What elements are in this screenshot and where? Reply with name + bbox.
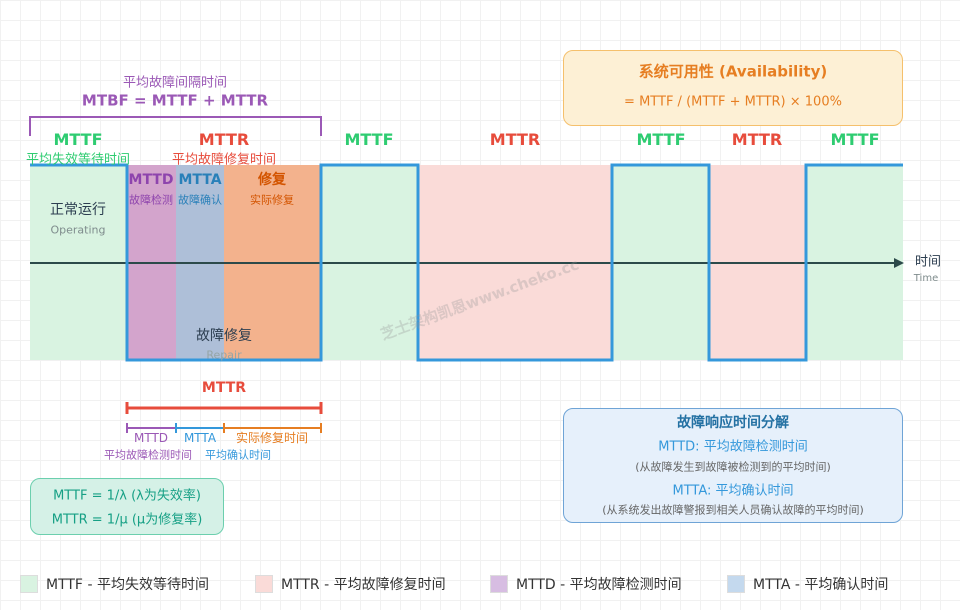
legend-item-mttf: MTTF - 平均失效等待时间 bbox=[20, 574, 209, 594]
legend-swatch bbox=[20, 575, 38, 593]
state-operating-en: Operating bbox=[50, 223, 106, 237]
legend-label: MTTF - 平均失效等待时间 bbox=[46, 577, 209, 593]
phase-desc-mttr: 平均故障修复时间 bbox=[171, 152, 277, 168]
sub-phase-repair-desc: 实际修复 bbox=[250, 193, 294, 207]
breakdown-mtta-label: MTTA bbox=[183, 431, 217, 445]
mttd-range-line bbox=[126, 423, 176, 433]
repair-range-line bbox=[223, 423, 322, 433]
axis-arrow-icon bbox=[894, 258, 904, 268]
mtta-range-line bbox=[175, 423, 224, 433]
response-mttd-note: (从故障发生到故障被检测到的平均时间) bbox=[635, 460, 831, 474]
state-repair-en: Repair bbox=[206, 348, 242, 362]
legend-swatch bbox=[727, 575, 745, 593]
breakdown-mttd-label: MTTD bbox=[133, 431, 169, 445]
state-wave bbox=[30, 163, 903, 362]
sub-phase-mttd-desc: 故障检测 bbox=[129, 193, 173, 207]
sub-phase-mtta-desc: 故障确认 bbox=[178, 193, 222, 207]
mtbf-subtitle: 平均故障间隔时间 bbox=[122, 75, 228, 91]
legend-label: MTTA - 平均确认时间 bbox=[753, 577, 889, 593]
phase-label-mttf: MTTF bbox=[636, 130, 686, 149]
legend-label: MTTD - 平均故障检测时间 bbox=[516, 577, 682, 593]
axis-label-en: Time bbox=[913, 273, 939, 284]
phase-label-mttf: MTTF bbox=[344, 130, 394, 149]
mtbf-formula: MTBF = MTTF + MTTR bbox=[81, 91, 269, 110]
phase-label-mttf: MTTF bbox=[830, 130, 880, 149]
breakdown-repair-label: 实际修复时间 bbox=[235, 431, 309, 445]
availability-box bbox=[563, 50, 903, 126]
legend-item-mttr: MTTR - 平均故障修复时间 bbox=[255, 574, 446, 594]
sub-phase-mttd: MTTD bbox=[128, 172, 174, 188]
phase-label-mttr: MTTR bbox=[489, 130, 541, 149]
phase-label-mttf: MTTF bbox=[53, 130, 103, 149]
legend-swatch bbox=[490, 575, 508, 593]
breakdown-mtta-desc: 平均确认时间 bbox=[205, 448, 271, 462]
phase-label-mttr: MTTR bbox=[731, 130, 783, 149]
state-repair: 故障修复 bbox=[196, 328, 252, 344]
axis-label: 时间 bbox=[914, 254, 942, 270]
availability-title: 系统可用性 (Availability) bbox=[638, 62, 828, 81]
mttr-range-line bbox=[125, 402, 323, 414]
response-mttd: MTTD: 平均故障检测时间 bbox=[658, 439, 808, 455]
rates-line-mttr: MTTR = 1/μ (μ为修复率) bbox=[51, 512, 203, 528]
sub-phase-mtta: MTTA bbox=[178, 172, 222, 188]
rates-line-mttf: MTTF = 1/λ (λ为失效率) bbox=[53, 488, 201, 504]
availability-formula: = MTTF / (MTTF + MTTR) × 100% bbox=[624, 94, 842, 110]
breakdown-mttr-label: MTTR bbox=[201, 380, 247, 396]
response-mtta: MTTA: 平均确认时间 bbox=[672, 483, 794, 499]
response-title: 故障响应时间分解 bbox=[677, 415, 789, 431]
state-operating: 正常运行 bbox=[50, 202, 106, 218]
legend-item-mtta: MTTA - 平均确认时间 bbox=[727, 574, 888, 594]
response-mtta-note: (从系统发出故障警报到相关人员确认故障的平均时间) bbox=[602, 503, 864, 517]
response-box bbox=[563, 408, 903, 523]
phase-desc-mttf: 平均失效等待时间 bbox=[25, 152, 131, 168]
legend-label: MTTR - 平均故障修复时间 bbox=[281, 577, 446, 593]
sub-phase-repair: 修复 bbox=[258, 172, 286, 188]
breakdown-mttd-desc: 平均故障检测时间 bbox=[104, 448, 192, 462]
phase-label-mttr: MTTR bbox=[198, 130, 250, 149]
legend-swatch bbox=[255, 575, 273, 593]
rates-box bbox=[30, 478, 224, 535]
mtbf-bracket bbox=[29, 116, 322, 136]
legend-item-mttd: MTTD - 平均故障检测时间 bbox=[490, 574, 682, 594]
